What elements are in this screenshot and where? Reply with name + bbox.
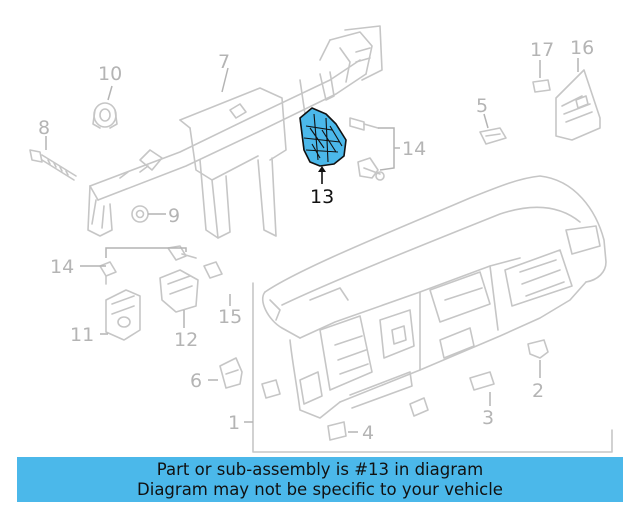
part-1-instrument-panel bbox=[252, 175, 613, 453]
callout-6: 6 bbox=[190, 370, 202, 392]
callout-14-upper: 14 bbox=[402, 138, 426, 160]
callout-12: 12 bbox=[174, 329, 198, 351]
callout-9: 9 bbox=[168, 205, 180, 227]
info-banner: Part or sub-assembly is #13 in diagram D… bbox=[17, 457, 623, 502]
banner-line-1: Part or sub-assembly is #13 in diagram bbox=[156, 460, 484, 479]
callout-10: 10 bbox=[98, 63, 122, 85]
part-2-clip bbox=[527, 339, 549, 359]
part-7-cross-car-beam bbox=[87, 25, 383, 239]
dash-clip bbox=[261, 379, 281, 399]
callout-8: 8 bbox=[38, 117, 50, 139]
callout-7: 7 bbox=[218, 51, 230, 73]
callout-4: 4 bbox=[362, 422, 374, 444]
part-3-clip bbox=[409, 371, 495, 417]
part-5-clip bbox=[479, 127, 507, 145]
part-14-fasteners-lower bbox=[99, 245, 197, 285]
callout-11: 11 bbox=[70, 324, 94, 346]
part-6-bracket bbox=[219, 357, 243, 389]
banner-line-2: Diagram may not be specific to your vehi… bbox=[137, 480, 503, 499]
callout-5: 5 bbox=[476, 95, 488, 117]
callout-1: 1 bbox=[228, 412, 240, 434]
leader-lines bbox=[45, 58, 579, 433]
part-4-clip bbox=[327, 421, 347, 441]
part-12-bracket bbox=[159, 269, 199, 313]
part-14-fasteners-upper bbox=[349, 117, 385, 181]
callout-14-lower: 14 bbox=[50, 256, 74, 278]
part-17-clip bbox=[532, 79, 551, 93]
part-8-bolt bbox=[29, 149, 77, 181]
part-13-highlighted-bracket bbox=[299, 107, 347, 167]
callout-16: 16 bbox=[570, 37, 594, 59]
callout-labels: 7 10 8 9 5 17 16 14 13 14 11 12 15 6 2 3… bbox=[38, 37, 594, 444]
part-9-nut bbox=[131, 205, 149, 223]
callout-15: 15 bbox=[218, 306, 242, 328]
part-10-grommet bbox=[92, 102, 118, 129]
part-16-side-panel bbox=[555, 69, 601, 141]
callout-3: 3 bbox=[482, 407, 494, 429]
callout-2: 2 bbox=[532, 380, 544, 402]
part-15-clip bbox=[203, 261, 223, 279]
parts-diagram: 7 10 8 9 5 17 16 14 13 14 11 12 15 6 2 3… bbox=[29, 25, 613, 453]
callout-13: 13 bbox=[310, 186, 334, 208]
callout-17: 17 bbox=[530, 39, 554, 61]
part-11-bracket bbox=[105, 289, 141, 341]
